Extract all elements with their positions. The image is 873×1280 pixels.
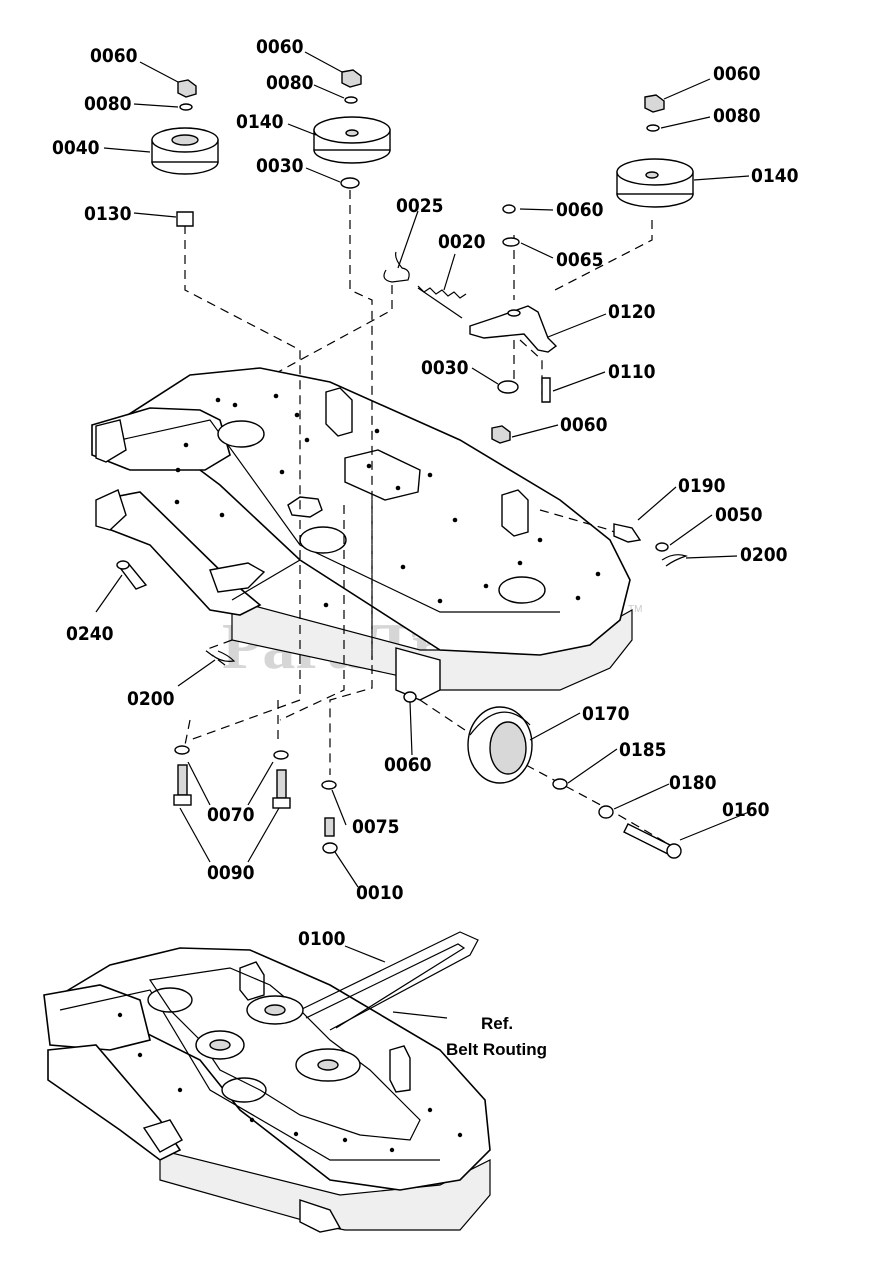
callout-0180: 0180 <box>669 772 717 794</box>
pin-0190 <box>613 523 642 543</box>
hardware-parts <box>116 69 694 859</box>
spring-0020 <box>417 285 467 319</box>
callout-0170: 0170 <box>582 703 630 725</box>
callout-0080: 0080 <box>266 72 314 94</box>
nut-0060-e <box>491 425 511 444</box>
callout-0075: 0075 <box>352 816 400 838</box>
callout-0020: 0020 <box>438 231 486 253</box>
callout-0060: 0060 <box>90 45 138 67</box>
belt-routing-ref: Ref. <box>481 1014 513 1033</box>
watermark-trademark: TM <box>628 604 642 615</box>
callout-0060: 0060 <box>256 36 304 58</box>
clip-0200-a <box>661 554 688 567</box>
callout-labels: 0060 0080 0040 0130 0060 0080 0140 0030 … <box>52 36 799 1059</box>
callout-0080: 0080 <box>713 105 761 127</box>
nut-0060-c <box>644 94 665 113</box>
callout-0070: 0070 <box>207 804 255 826</box>
callout-0120: 0120 <box>608 301 656 323</box>
belt-routing-title: Belt Routing <box>446 1040 547 1059</box>
callout-0060: 0060 <box>560 414 608 436</box>
main-deck <box>91 367 633 701</box>
idler-pulley-0040 <box>151 127 219 175</box>
belt-routing-deck <box>43 931 491 1233</box>
leader-lines <box>95 51 750 1019</box>
callout-0140: 0140 <box>236 111 284 133</box>
callout-0190: 0190 <box>678 475 726 497</box>
nut-0060-f <box>403 691 417 703</box>
washer-0180 <box>598 805 614 819</box>
callout-0200: 0200 <box>127 688 175 710</box>
bolts-0070-0090 <box>173 745 291 809</box>
washer-0185 <box>552 778 568 790</box>
callout-0025: 0025 <box>396 195 444 217</box>
clip-0200-b <box>211 650 236 662</box>
gauge-wheel-0170 <box>467 706 533 784</box>
washer-0065 <box>502 237 520 247</box>
eyebolt-0025 <box>383 251 410 283</box>
callout-0240: 0240 <box>66 623 114 645</box>
bushing-0030 <box>497 380 519 394</box>
callout-0200: 0200 <box>740 544 788 566</box>
callout-0030: 0030 <box>256 155 304 177</box>
bolt-0110 <box>541 377 551 403</box>
callout-0010: 0010 <box>356 882 404 904</box>
callout-0090: 0090 <box>207 862 255 884</box>
washer-0050 <box>655 542 669 552</box>
pulley-0140-b <box>616 158 694 208</box>
callout-0040: 0040 <box>52 137 100 159</box>
nut-0060-d <box>502 204 516 214</box>
callout-0185: 0185 <box>619 739 667 761</box>
spacer-0130 <box>176 211 194 227</box>
bolt-0160 <box>623 823 673 855</box>
callout-0050: 0050 <box>715 504 763 526</box>
callout-0030: 0030 <box>421 357 469 379</box>
nut-0010 <box>322 842 338 854</box>
callout-0140: 0140 <box>751 165 799 187</box>
callout-0100: 0100 <box>298 928 346 950</box>
pulley-0140-a <box>313 116 391 164</box>
stud-0075 <box>324 817 335 837</box>
nut-0060-a <box>177 79 197 98</box>
washer-0075 <box>321 780 337 790</box>
callout-0060: 0060 <box>713 63 761 85</box>
callout-0060: 0060 <box>384 754 432 776</box>
callout-0060: 0060 <box>556 199 604 221</box>
callout-0130: 0130 <box>84 203 132 225</box>
callout-0080: 0080 <box>84 93 132 115</box>
idler-arm-0120 <box>469 305 558 353</box>
callout-0110: 0110 <box>608 361 656 383</box>
callout-0160: 0160 <box>722 799 770 821</box>
callout-0065: 0065 <box>556 249 604 271</box>
nut-0060-b <box>341 69 362 88</box>
